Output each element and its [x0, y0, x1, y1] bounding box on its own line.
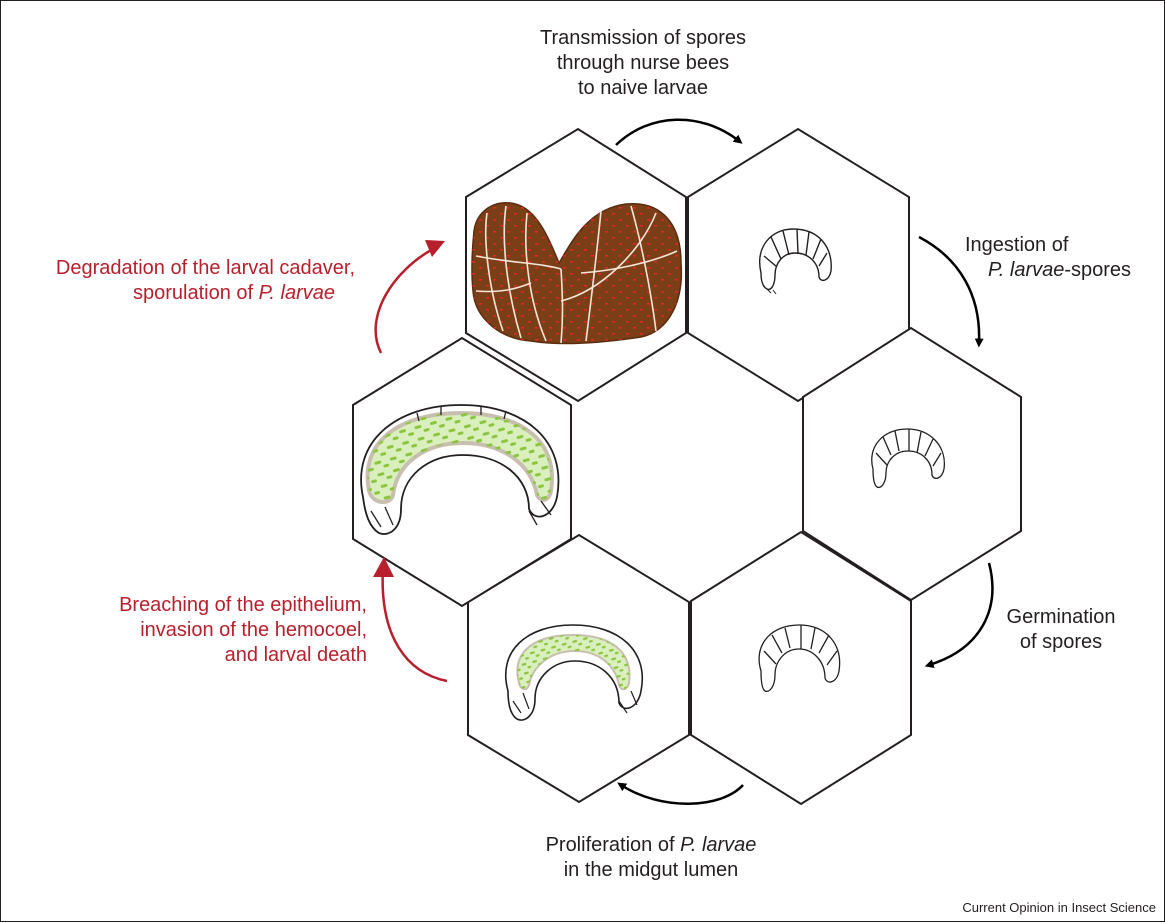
label-germination-line-2: of spores — [991, 630, 1131, 655]
arrow-degradation-sporulation — [376, 249, 433, 353]
label-invasion: Breaching of the epithelium, invasion of… — [19, 593, 367, 668]
label-invasion-line-1: Breaching of the epithelium, — [19, 593, 367, 618]
label-germination: Germination of spores — [991, 605, 1131, 655]
label-invasion-line-2: invasion of the hemocoel, — [19, 618, 367, 643]
label-proliferation-line-1: Proliferation of P. larvae — [521, 833, 781, 858]
arrow-transmission-to-ingestion — [616, 120, 739, 145]
label-ingestion-line-2: P. larvae-spores — [965, 258, 1165, 283]
label-invasion-line-3: and larval death — [19, 643, 367, 668]
label-proliferation-line-2: in the midgut lumen — [521, 858, 781, 883]
label-germination-line-1: Germination — [991, 605, 1131, 630]
label-transmission-line-1: Transmission of spores — [523, 26, 763, 51]
label-proliferation: Proliferation of P. larvae in the midgut… — [521, 833, 781, 883]
label-transmission: Transmission of spores through nurse bee… — [523, 26, 763, 101]
label-transmission-line-3: to naive larvae — [523, 76, 763, 101]
label-transmission-line-2: through nurse bees — [523, 51, 763, 76]
label-degradation-line-2: sporulation of P. larvae — [15, 281, 355, 306]
label-ingestion-line-1: Ingestion of — [965, 233, 1165, 258]
label-degradation-line-1: Degradation of the larval cadaver, — [15, 256, 355, 281]
source-credit: Current Opinion in Insect Science — [962, 900, 1156, 915]
arrow-proliferation-to-invasion — [621, 785, 743, 804]
label-degradation: Degradation of the larval cadaver, sporu… — [15, 256, 355, 306]
label-ingestion: Ingestion of P. larvae-spores — [965, 233, 1165, 283]
